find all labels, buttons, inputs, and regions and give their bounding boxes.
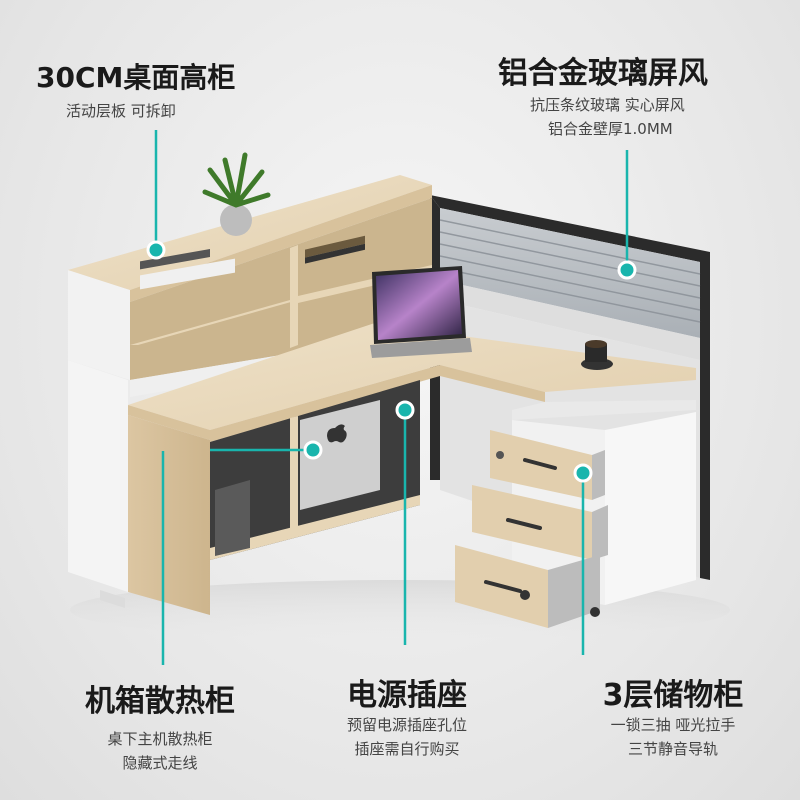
cpu-cabinet-subtitle-1: 桌下主机散热柜 [107,730,213,748]
laptop [370,266,472,358]
partition-subtitle-1: 抗压条纹玻璃 实心屏风 [530,96,685,114]
callout-dots [146,240,637,483]
socket-subtitle-2: 插座需自行购买 [354,740,460,758]
cpu-cabinet-title: 机箱散热柜 [85,684,235,719]
drawer-title: 3层储物柜 [602,678,744,713]
hutch-title: 30CM桌面高柜 [36,61,236,94]
plant [202,152,271,236]
drawer-subtitle-2: 三节静音导轨 [627,740,719,758]
drawer-subtitle-1: 一锁三抽 哑光拉手 [610,716,736,734]
coffee-cup [581,340,613,370]
partition-subtitle-2: 铝合金壁厚1.0MM [548,120,673,138]
callout-dot-hutch [146,240,166,260]
partition-title: 铝合金玻璃屏风 [498,56,708,91]
desk-left-panel [68,360,420,615]
callout-lines [154,130,629,665]
socket-subtitle-1: 预留电源插座孔位 [346,716,468,734]
socket-title: 电源插座 [347,678,467,713]
callout-dot-cpu [303,440,323,460]
desk-top [128,308,696,442]
cpu-cabinet-subtitle-2: 隐藏式走线 [122,754,198,772]
hutch-subtitle: 活动层板 可拆卸 [66,102,176,120]
callout-dot-partition [617,260,637,280]
callout-dot-socket [395,400,415,420]
callout-dot-drawer [573,463,593,483]
